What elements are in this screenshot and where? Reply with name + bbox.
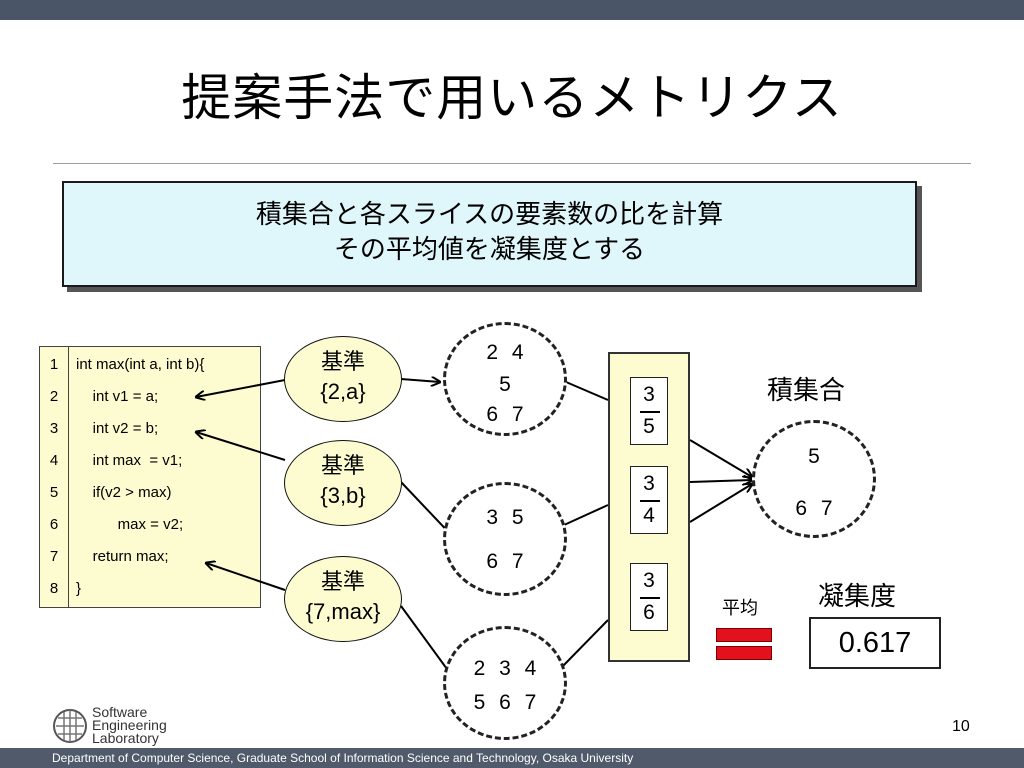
average-label: 平均 [722,598,758,619]
lab-logo-line: Engineering [92,717,167,733]
ratio-fraction: 3 6 [630,563,668,631]
line-number: 2 [49,388,59,405]
criterion-3: 基準 {7,max} [284,556,402,642]
line-number-gutter [68,347,69,607]
line-number: 7 [49,548,59,565]
criterion-1: 基準 {2,a} [284,336,402,422]
code-line: 5 if(v2 > max) [40,477,260,509]
code-line: 1 int max(int a, int b){ [40,349,260,381]
arrow-criterion-1-to-line-2 [196,379,286,397]
code-text: int max = v1; [76,452,183,469]
code-line: 7 return max; [40,541,260,573]
criterion-label: 基準 [320,453,365,478]
equals-sign [716,626,772,662]
line-number: 8 [49,580,59,597]
criterion-value: {3,b} [320,483,366,508]
slice-elements: 2 3 4 [473,657,537,680]
slice-elements: 2 4 [486,341,524,364]
intersection-elements: 6 7 [795,497,833,520]
summary-callout: 積集合と各スライスの要素数の比を計算 その平均値を凝集度とする [62,181,917,287]
code-line: 4 int max = v1; [40,445,260,477]
slice-elements: 6 7 [486,403,524,426]
code-text: if(v2 > max) [76,484,172,501]
ratio-denominator: 6 [643,601,655,624]
line-number: 5 [49,484,59,501]
title-divider [53,163,971,164]
cohesion-label: 凝集度 [818,582,897,612]
slice-elements: 5 6 7 [473,691,537,714]
code-text: max = v2; [76,516,184,533]
arrow-panel-to-intersection-1 [689,439,752,477]
criterion-label: 基準 [320,349,365,374]
code-text: int v2 = b; [76,420,159,437]
cohesion-value: 0.617 [809,617,941,669]
line-number: 3 [49,420,59,437]
code-line: 6 max = v2; [40,509,260,541]
slide-title: 提案手法で用いるメトリクス [181,69,843,127]
equals-bar [716,646,772,660]
line-slice-3-to-panel [560,619,609,669]
fraction-bar [640,411,660,413]
ratio-fraction: 3 5 [630,377,668,445]
line-number: 6 [49,516,59,533]
ratio-denominator: 4 [643,504,655,527]
code-line: 8} [40,573,260,605]
slice-elements: 5 [499,373,511,396]
criterion-2: 基準 {3,b} [284,440,402,526]
intersection-label: 積集合 [767,376,846,406]
criterion-label: 基準 [320,569,365,594]
ratio-numerator: 3 [643,383,655,406]
slice-3: 2 3 4 5 6 7 [443,626,567,740]
slice-1: 2 4 5 6 7 [443,322,567,436]
line-slice-2-to-panel [563,504,609,526]
ratio-fraction: 3 4 [630,466,668,534]
ratio-numerator: 3 [643,472,655,495]
callout-line-1: 積集合と各スライスの要素数の比を計算 [255,200,724,230]
code-text: int max(int a, int b){ [76,356,205,373]
arrow-criterion-1-to-slice-1 [400,379,440,382]
criterion-value: {2,a} [320,379,366,404]
code-line: 3 int v2 = b; [40,413,260,445]
code-text: } [76,580,82,597]
intersection-elements: 5 [808,445,820,468]
code-listing: 1 int max(int a, int b){ 2 int v1 = a; 3 … [39,346,261,608]
page-number: 10 [952,718,970,735]
slice-elements: 6 7 [486,550,524,573]
slice-elements: 3 5 [486,506,524,529]
fraction-bar [640,500,660,502]
lab-logo-icon [53,709,87,743]
top-bar [0,0,1024,20]
equals-bar [716,628,772,642]
criterion-value: {7,max} [305,599,381,624]
ratio-denominator: 5 [643,415,655,438]
arrow-criterion-3-to-line-7 [206,563,286,591]
code-line: 2 int v1 = a; [40,381,260,413]
arrow-panel-to-intersection-3 [689,484,752,523]
lab-logo-text: Software Engineering Laboratory [92,704,167,746]
fraction-bar [640,597,660,599]
arrow-panel-to-intersection-2 [689,480,752,482]
arrow-criterion-2-to-line-3 [196,432,286,461]
code-text: return max; [76,548,169,565]
line-number: 4 [49,452,59,469]
lab-logo-line: Laboratory [92,730,159,746]
slice-2: 3 5 6 7 [443,482,567,596]
lab-logo: Software Engineering Laboratory [52,704,182,746]
line-number: 1 [49,356,59,373]
ratio-numerator: 3 [643,569,655,592]
lab-logo-line: Software [92,704,148,720]
line-slice-1-to-panel [565,381,609,401]
intersection-circle: 5 6 7 [752,420,876,538]
callout-line-2: その平均値を凝集度とする [333,235,646,265]
footer-bar: Department of Computer Science, Graduate… [0,748,1024,768]
code-text: int v1 = a; [76,388,159,405]
